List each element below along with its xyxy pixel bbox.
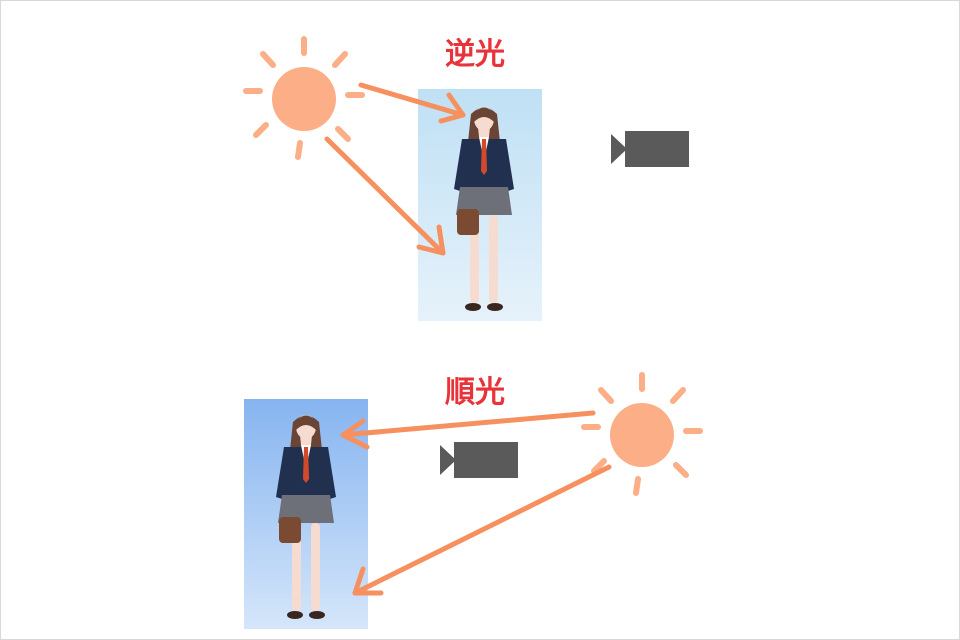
backlight-label: 逆光 xyxy=(445,37,505,72)
frontlight-label: 順光 xyxy=(445,375,505,410)
backlight-arrow-upper xyxy=(358,82,466,124)
backlight-video-camera-icon xyxy=(611,131,689,167)
backlight-sun-icon xyxy=(246,39,362,157)
frontlight-arrow-upper xyxy=(340,410,596,450)
backlight-arrow-lower xyxy=(324,136,446,256)
frontlight-sun-icon xyxy=(584,375,700,493)
frontlight-arrow-lower xyxy=(352,464,612,596)
frontlight-scene xyxy=(244,375,700,629)
backlight-scene xyxy=(246,39,689,321)
frontlight-video-camera-icon xyxy=(440,442,518,478)
